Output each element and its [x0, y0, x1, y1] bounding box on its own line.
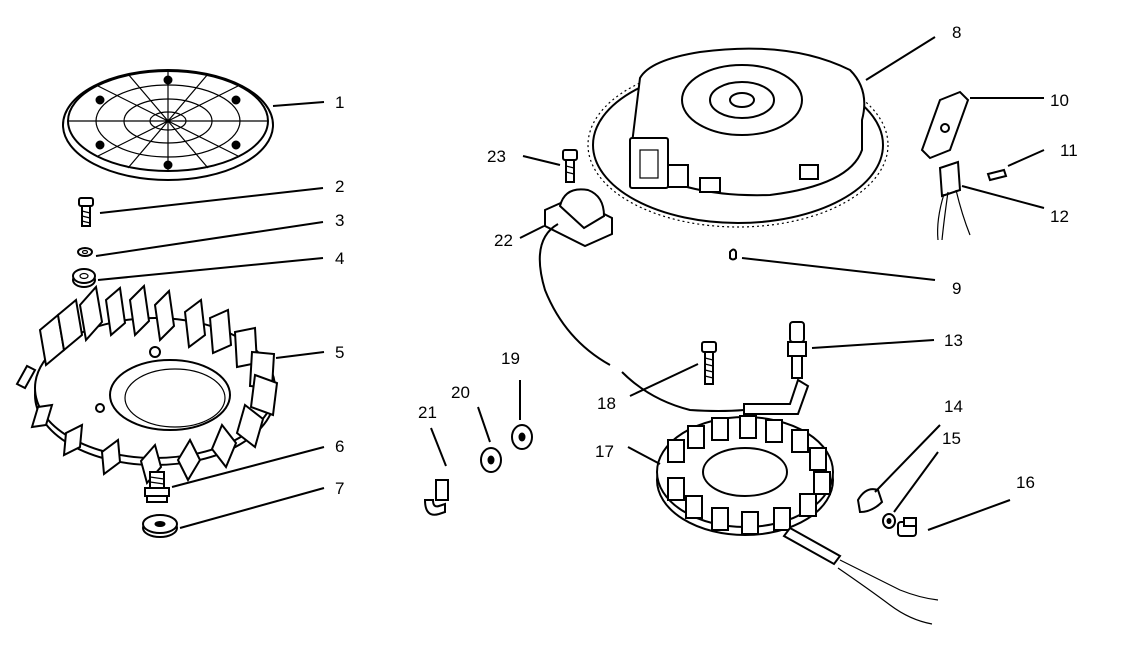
part-3-washer	[77, 247, 93, 257]
part-10-bracket	[920, 90, 970, 160]
part-11-screw	[986, 168, 1008, 182]
label-11: 11	[1060, 141, 1078, 160]
part-13-boot	[787, 321, 807, 379]
label-23: 23	[487, 147, 506, 166]
label-6: 6	[335, 437, 344, 456]
label-7: 7	[335, 479, 344, 498]
label-10: 10	[1050, 91, 1069, 110]
label-14: 14	[944, 397, 963, 416]
part-6-bolt	[144, 471, 170, 503]
part-15-washer	[882, 513, 896, 529]
label-5: 5	[335, 343, 344, 362]
part-8-flywheel	[587, 47, 889, 228]
part-14-clip	[856, 488, 884, 514]
part-12-terminal	[937, 160, 971, 241]
label-12: 12	[1050, 207, 1069, 226]
label-1: 1	[335, 93, 344, 112]
part-labels: 1 2 3 4 5 6 7 8 9 10 11 12 13 14 15 16 1…	[335, 23, 1078, 498]
part-23-screw	[562, 149, 578, 183]
part-1-screen	[62, 69, 274, 181]
part-20-washer	[480, 447, 502, 473]
label-20: 20	[451, 383, 470, 402]
label-3: 3	[335, 211, 344, 230]
part-22-ignition-module	[538, 188, 810, 415]
label-4: 4	[335, 249, 344, 268]
part-9-key	[729, 248, 737, 261]
label-21: 21	[418, 403, 437, 422]
part-5-fan	[15, 283, 279, 486]
label-19: 19	[501, 349, 520, 368]
part-17-stator	[656, 415, 939, 625]
part-19-washer	[511, 424, 533, 450]
label-9: 9	[952, 279, 961, 298]
label-22: 22	[494, 231, 513, 250]
label-15: 15	[942, 429, 961, 448]
label-2: 2	[335, 177, 344, 196]
part-16-bolt	[897, 517, 917, 537]
part-21-clamp	[423, 479, 449, 516]
label-18: 18	[597, 394, 616, 413]
part-2-screw	[78, 197, 94, 227]
label-13: 13	[944, 331, 963, 350]
label-16: 16	[1016, 473, 1035, 492]
part-18-screw	[701, 341, 717, 385]
part-4-nut	[72, 268, 96, 288]
leader-lines	[95, 36, 1045, 531]
label-8: 8	[952, 23, 961, 42]
label-17: 17	[595, 442, 614, 461]
part-7-washer	[142, 514, 178, 538]
